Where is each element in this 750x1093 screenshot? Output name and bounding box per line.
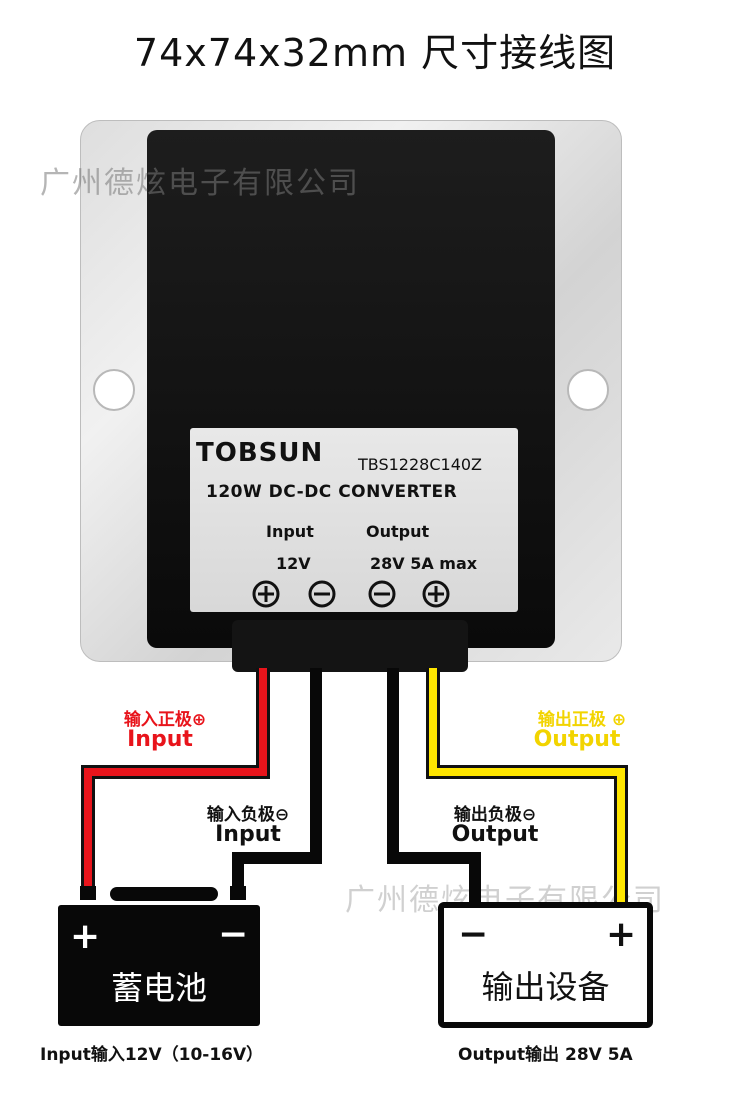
battery-label: 蓄电池: [110, 969, 207, 1007]
brand-name: TOBSUN: [196, 438, 324, 468]
minus-circle-icon: [308, 580, 336, 608]
battery: [58, 905, 260, 1026]
output-caption: Output输出 28V 5A: [458, 1045, 633, 1065]
plus-circle-icon: [422, 580, 450, 608]
battery-plus-sign: +: [70, 916, 101, 957]
output-positive-wire: [426, 668, 628, 905]
product-label: [190, 428, 518, 612]
input-negative-label-en: Input: [215, 822, 281, 847]
output-positive-label-en: Output: [533, 727, 621, 752]
terminal-symbols: [252, 580, 450, 608]
plus-circle-icon: [252, 580, 280, 608]
label-input-value: 12V: [276, 554, 311, 573]
minus-circle-icon: [368, 580, 396, 608]
output-negative-wire: [387, 668, 481, 905]
input-positive-label-en: Input: [127, 727, 193, 752]
output-negative-label-cn: 输出负极⊖: [453, 805, 537, 825]
battery-minus-sign: −: [218, 914, 249, 955]
label-output-heading: Output: [366, 522, 430, 541]
output-negative-label-en: Output: [451, 822, 539, 847]
label-input-heading: Input: [266, 522, 314, 541]
input-positive-label-cn: 输入正极⊕: [123, 710, 207, 730]
input-negative-wire: [232, 668, 322, 893]
battery-handle: [110, 887, 218, 901]
input-caption: Input输入12V（10-16V）: [40, 1045, 264, 1065]
mounting-hole-right: [567, 369, 609, 411]
device-plus-sign: +: [606, 914, 637, 955]
product-subtitle: 120W DC-DC CONVERTER: [206, 482, 458, 502]
input-negative-label-cn: 输入负极⊖: [206, 805, 290, 825]
watermark-top: 广州德炫电子有限公司: [40, 166, 360, 201]
page-title: 74x74x32mm 尺寸接线图: [133, 31, 617, 75]
label-output-value: 28V 5A max: [370, 554, 478, 573]
cable-grommet: [232, 620, 468, 672]
device-minus-sign: −: [458, 914, 489, 955]
mounting-hole-left: [93, 369, 135, 411]
model-number: TBS1228C140Z: [358, 455, 483, 474]
output-device: [438, 902, 653, 1028]
device-label: 输出设备: [481, 968, 610, 1006]
output-positive-label-cn: 输出正极 ⊕: [537, 710, 627, 730]
